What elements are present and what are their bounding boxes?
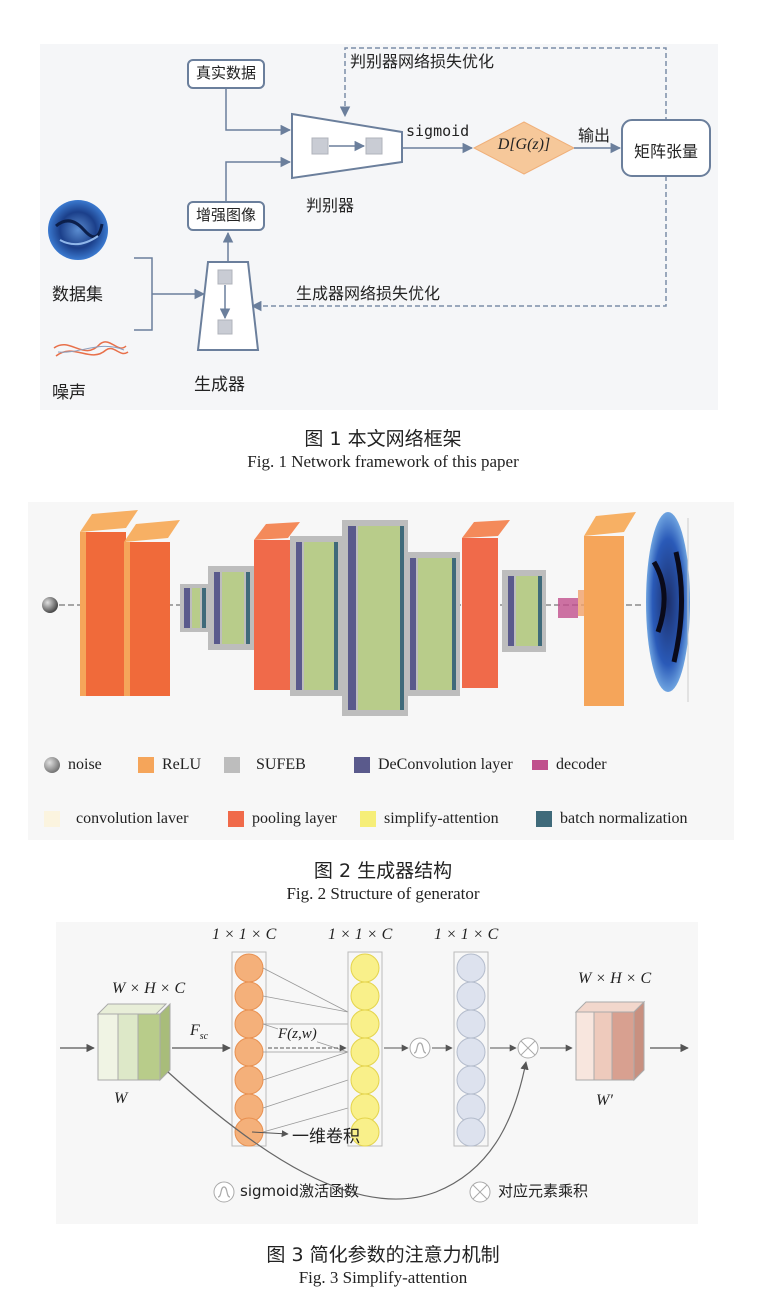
layer-block-2	[124, 520, 180, 696]
matrix-tensor-label: 矩阵张量	[633, 142, 698, 161]
disc-loss-arrow	[339, 47, 667, 122]
real-data-label: 真实数据	[195, 64, 256, 82]
figure1-caption-cn: 图 1 本文网络框架	[304, 428, 462, 450]
generator-structure-diagram	[42, 510, 690, 716]
figure1-panel: 真实数据 增强图像 判别器 sigmoid D[G(z)] 输出 矩阵张量 判别…	[40, 44, 718, 410]
legend-convolution: convolution laver	[44, 810, 188, 828]
output-label: 输出	[578, 126, 611, 145]
legend-deconvolution: DeConvolution layer	[354, 756, 513, 774]
legend-noise-swatch	[44, 757, 60, 773]
figure2-caption-en: Fig. 2 Structure of generator	[286, 884, 480, 903]
legend-sufeb: SUFEB	[224, 756, 306, 774]
legend-sigmoid-label: sigmoid激活函数	[240, 1182, 359, 1200]
legend-batch-normalization: batch normalization	[536, 810, 688, 828]
legend-relu: ReLU	[138, 756, 201, 774]
dataset-label: 数据集	[52, 285, 103, 305]
skip-connection-arrow	[167, 1061, 529, 1200]
input-w-label: W	[114, 1090, 128, 1107]
product-icon	[517, 1037, 539, 1059]
pooling-layer-2	[462, 520, 510, 688]
gen-loss-label: 生成器网络损失优化	[296, 284, 441, 303]
sufeb-block-6	[502, 570, 546, 652]
conv1d-label: 一维卷积	[292, 1127, 360, 1147]
sufeb-block-3	[290, 536, 342, 696]
layer-block-1	[80, 510, 138, 696]
figure1-caption-en: Fig. 1 Network framework of this paper	[247, 452, 519, 471]
attention-diagram	[60, 951, 689, 1203]
noise-sphere	[42, 597, 58, 613]
noise-label: 噪声	[52, 383, 86, 403]
input-feature-map	[96, 1002, 171, 1082]
figure1-diagram	[48, 47, 711, 357]
conv1d-connections	[262, 967, 349, 1133]
sufeb-block-5	[404, 552, 460, 696]
generator-label: 生成器	[194, 375, 245, 395]
output-w-label: W′	[596, 1092, 613, 1109]
blue-dims-label: 1 × 1 × C	[434, 926, 499, 943]
generator-shape	[196, 261, 260, 351]
sufeb-block-1	[180, 584, 210, 632]
matrix-tensor-box	[621, 119, 711, 177]
legend-product-label: 对应元素乘积	[498, 1182, 589, 1200]
fzw-label: F(z,w)	[278, 1026, 317, 1043]
figure3-caption-cn: 图 3 简化参数的注意力机制	[266, 1244, 500, 1266]
legend-noise: noise	[44, 756, 102, 774]
orange-dims-label: 1 × 1 × C	[212, 926, 277, 943]
yellow-vector-column	[347, 951, 383, 1147]
noise-image	[53, 341, 129, 357]
dataset-image	[48, 200, 108, 260]
input-dims-label: W × H × C	[112, 980, 186, 997]
augmented-image-label: 增强图像	[195, 206, 256, 224]
yellow-dims-label: 1 × 1 × C	[328, 926, 393, 943]
legend-pooling: pooling layer	[228, 810, 337, 828]
output-feature-map	[574, 1000, 646, 1082]
pooling-layer-1	[254, 522, 300, 690]
figure2-panel: noise ReLU SUFEB DeConvolution layer dec…	[28, 502, 734, 840]
sufeb-block-4	[342, 520, 408, 716]
legend-simplify-attention: simplify-attention	[360, 810, 499, 828]
gen-loss-arrow	[250, 176, 667, 312]
sigmoid-label: sigmoid	[406, 122, 470, 140]
figure3-panel: W × H × C W Fsc F(z,w) 1 × 1 × C 1 × 1 ×…	[56, 922, 698, 1224]
discriminator-label: 判别器	[306, 196, 355, 215]
sufeb-block-2	[208, 566, 254, 650]
sigmoid-icon	[409, 1037, 431, 1059]
legend-decoder: decoder	[532, 756, 607, 774]
legend-product-icon	[469, 1181, 491, 1203]
disc-loss-label: 判别器网络损失优化	[350, 52, 495, 71]
orange-vector-column	[231, 951, 267, 1147]
d-output-label: D[G(z)]	[497, 136, 551, 153]
relu-output-slab	[584, 512, 636, 706]
figure2-caption-cn: 图 2 生成器结构	[313, 860, 453, 882]
fsc-label: Fsc	[190, 1022, 209, 1043]
blue-vector-column	[453, 951, 489, 1147]
figure3-caption-en: Fig. 3 Simplify-attention	[298, 1268, 468, 1287]
legend-sigmoid-icon	[213, 1181, 235, 1203]
output-dims-label: W × H × C	[578, 970, 652, 987]
